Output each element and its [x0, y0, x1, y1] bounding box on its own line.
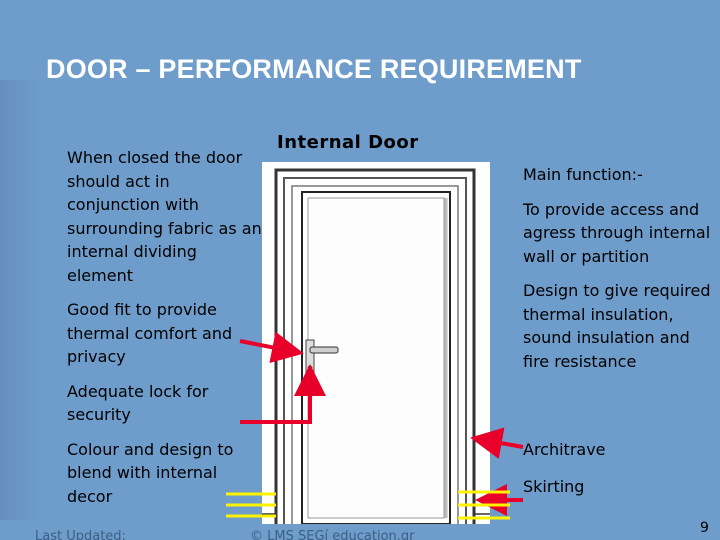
footer-updated: Last Updated: [35, 529, 126, 540]
skirting-label: Skirting [523, 477, 585, 496]
slide-title: DOOR – PERFORMANCE REQUIREMENT [46, 54, 582, 84]
right-point-1: Main function:- [523, 165, 643, 184]
footer-copyright: © LMS SEGí education.gr [250, 529, 415, 540]
footer-bar [0, 524, 720, 540]
door-illustration-icon [262, 168, 490, 524]
door-illustration [262, 162, 490, 524]
right-point-2: To provide access and agress through int… [523, 199, 711, 266]
door-heading: Internal Door [277, 132, 419, 153]
left-point-4: Colour and design to blend with internal… [67, 439, 234, 506]
side-decoration [0, 80, 40, 520]
page-number: 9 [700, 520, 709, 536]
left-point-2: Good fit to provide thermal comfort and … [67, 300, 233, 366]
left-requirements: When closed the door should act in conju… [67, 146, 267, 519]
left-point-3: Adequate lock for security [67, 381, 209, 425]
right-point-3: Design to give required thermal insulati… [523, 281, 711, 371]
architrave-label: Architrave [523, 440, 606, 459]
right-requirements: Main function:- To provide access and ag… [523, 163, 720, 384]
left-point-1: When closed the door should act in conju… [67, 148, 262, 285]
